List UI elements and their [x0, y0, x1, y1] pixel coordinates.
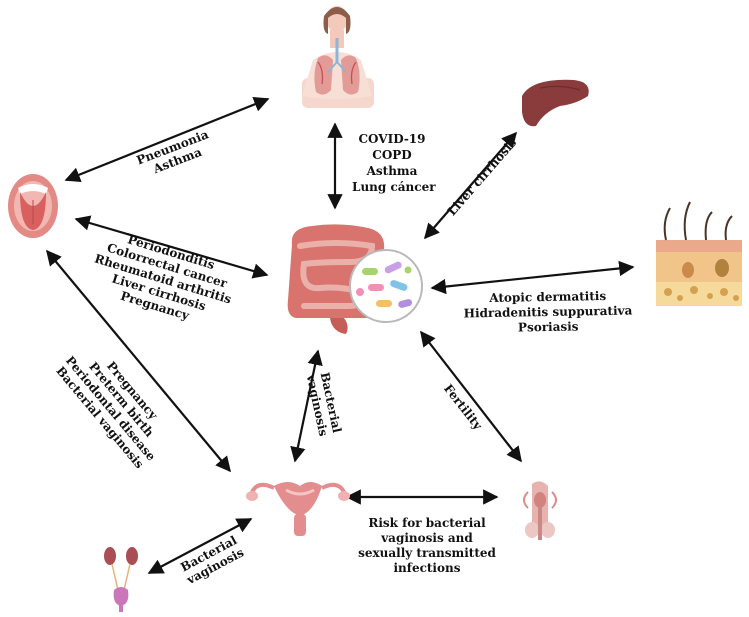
arrow-mouth-gut [74, 215, 269, 279]
label-skin-gut: Atopic dermatitis Hidradenitis suppurati… [458, 288, 639, 336]
arrow-gut-uterus [290, 349, 323, 463]
arrow-gut-male [420, 330, 522, 463]
arrow-mouth-lung [64, 97, 270, 182]
arrow-uterus-bladder [147, 518, 253, 574]
arrow-skin-gut [430, 260, 635, 295]
uterus-icon [246, 482, 350, 536]
label-line: Lung cáncer [352, 180, 436, 194]
label-line: Asthma [366, 164, 418, 178]
male-reproductive-icon [523, 481, 557, 540]
label-line: Risk for bacterial [368, 516, 486, 530]
label-line: Psoriasis [517, 319, 579, 335]
skin-icon [656, 201, 742, 306]
label-line: Hidradenitis suppurativa [463, 303, 633, 321]
arrow-liver-gut [423, 131, 518, 240]
label-line: infections [393, 561, 461, 575]
arrow-mouth-uterus [46, 249, 231, 473]
label-lung-gut: COVID-19 COPD Asthma Lung cáncer [352, 131, 436, 195]
bacteria-circle-icon [349, 249, 423, 323]
label-line: vaginosis and [381, 531, 473, 545]
bladder-kidneys-icon [104, 547, 138, 612]
mouth-icon [8, 174, 58, 238]
label-line: sexually transmitted [358, 546, 496, 560]
label-line: COPD [372, 148, 412, 162]
label-line: COVID-19 [358, 132, 426, 146]
liver-icon [522, 79, 589, 127]
label-uterus-male: Risk for bacterial vaginosis and sexuall… [352, 516, 502, 576]
lungs-person-icon [302, 6, 374, 108]
